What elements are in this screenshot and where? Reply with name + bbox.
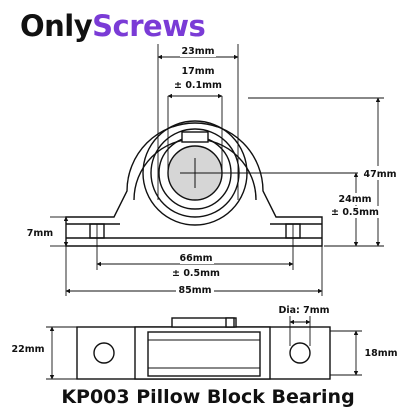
brand-part-only: Only <box>20 9 93 43</box>
front-labels: 23mm 17mm ± 0.1mm 47mm 24mm ± 0.5mm 7mm … <box>27 45 397 296</box>
dim-total-length: 85mm <box>178 285 211 296</box>
dim-hole-dia: Dia: 7mm <box>278 305 329 316</box>
dim-base-thickness: 7mm <box>27 228 54 239</box>
side-labels: 22mm 18mm Dia: 7mm <box>11 305 397 359</box>
dim-hole-spacing-tol: ± 0.5mm <box>172 268 220 279</box>
dim-width-ring: 18mm <box>364 348 397 359</box>
side-housing <box>134 326 271 380</box>
dim-width-total: 22mm <box>11 344 44 355</box>
dim-bore: 17mm <box>181 66 214 77</box>
dim-top-span: 23mm <box>181 46 214 57</box>
side-hole-left <box>93 342 115 364</box>
side-hole-right <box>289 342 311 364</box>
dim-center-height: 24mm <box>338 194 371 205</box>
side-collar <box>171 317 237 328</box>
dim-center-height-tol: ± 0.5mm <box>331 207 379 218</box>
dim-total-height: 47mm <box>363 169 396 180</box>
brand-logo: OnlyScrews <box>20 6 206 46</box>
side-view <box>76 317 331 380</box>
page-title: KP003 Pillow Block Bearing <box>61 386 355 408</box>
brand-part-screws: Screws <box>92 9 206 43</box>
dim-hole-spacing: 66mm <box>179 253 212 264</box>
side-dimensions <box>46 316 362 380</box>
set-screw-slot <box>181 131 209 143</box>
side-set-screw <box>225 317 235 328</box>
dim-bore-tol: ± 0.1mm <box>174 80 222 91</box>
side-ring <box>147 331 261 377</box>
front-view <box>65 120 323 247</box>
